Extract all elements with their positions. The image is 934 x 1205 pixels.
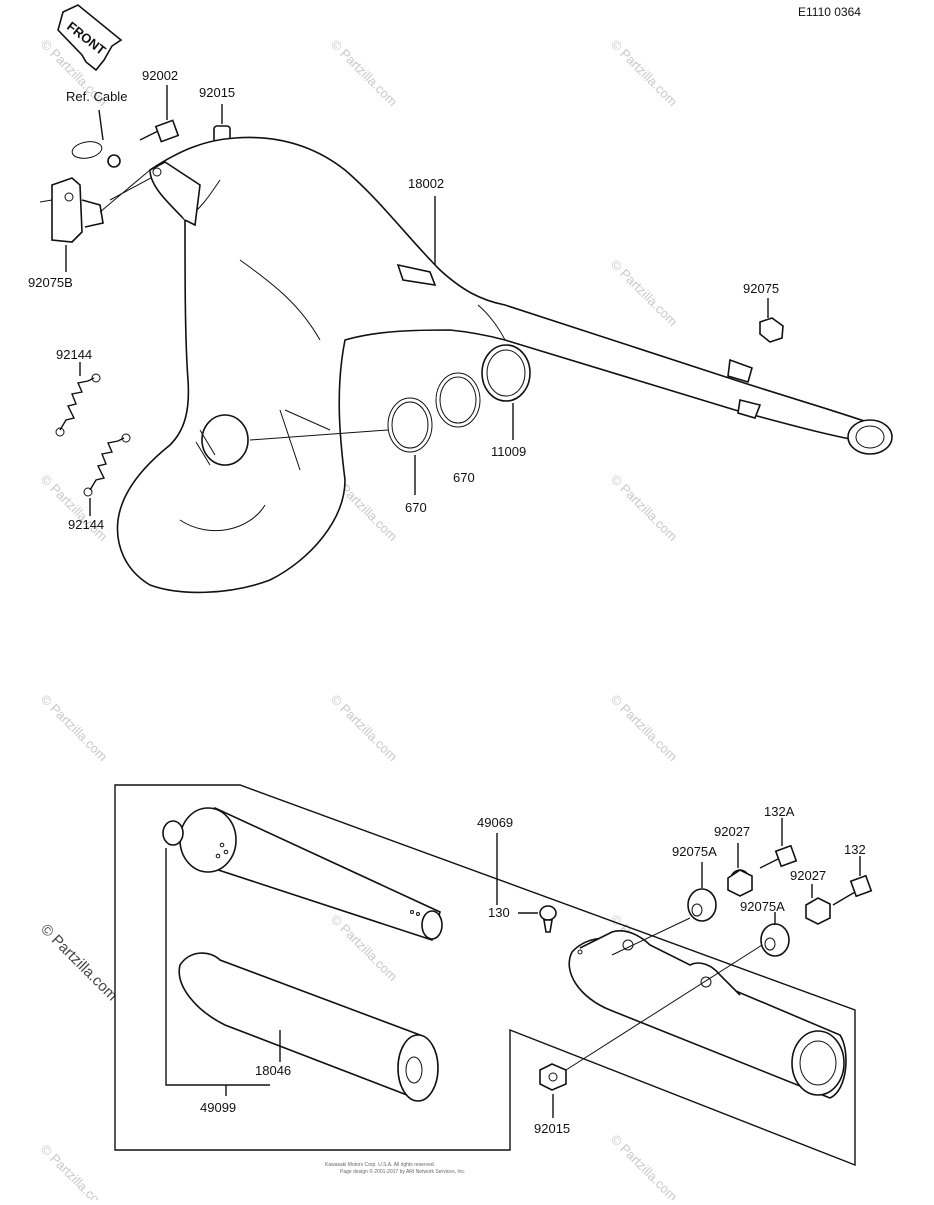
muffler-packing-part xyxy=(178,952,439,1102)
watermark: © Partzilla.com xyxy=(38,472,111,545)
part-number-49069[interactable]: 49069 xyxy=(477,815,513,830)
watermark: © Partzilla.com xyxy=(328,37,401,110)
muffler-inner-pipe-part xyxy=(162,807,443,942)
part-number-92015-bottom[interactable]: 92015 xyxy=(534,1121,570,1136)
part-number-92144-upper[interactable]: 92144 xyxy=(56,347,92,362)
spring-lower-part xyxy=(83,433,131,516)
copyright-line-1: Kawasaki Motors Corp. U.S.A. All rights … xyxy=(325,1162,435,1168)
watermark-dark: © Partzilla.com xyxy=(37,921,120,1004)
part-number-92075a-upper[interactable]: 92075A xyxy=(672,844,717,859)
bolt-132-part xyxy=(832,856,873,906)
bolt-92002-part xyxy=(139,85,180,143)
copyright-line-2: Page design © 2001-2017 by ARI Network S… xyxy=(340,1168,465,1175)
muffler-assembly-outline xyxy=(114,784,856,1167)
grommet-92075a-lower-part xyxy=(760,912,790,957)
watermark: © Partzilla.com xyxy=(328,692,401,765)
part-number-670-outer[interactable]: 670 xyxy=(453,470,475,485)
watermark: © Partzilla.com xyxy=(608,692,681,765)
part-number-18046[interactable]: 18046 xyxy=(255,1063,291,1078)
bracket-49099-line xyxy=(165,848,270,1086)
nut-92075-part xyxy=(759,298,784,343)
ref-cable-label: Ref. Cable xyxy=(66,89,127,104)
expansion-chamber-part xyxy=(116,136,893,594)
watermark: © Partzilla.com xyxy=(608,1132,681,1200)
o-ring-670-inner-part xyxy=(249,397,433,495)
collar-92027-upper-part xyxy=(727,843,753,897)
part-number-92144-lower[interactable]: 92144 xyxy=(68,517,104,532)
nut-92015-bottom-part xyxy=(539,939,771,1118)
bolt-132a-part xyxy=(759,818,798,869)
spring-upper-part xyxy=(55,362,101,437)
part-number-49099[interactable]: 49099 xyxy=(200,1100,236,1115)
part-number-92027-lower[interactable]: 92027 xyxy=(790,868,826,883)
part-number-92075a-lower[interactable]: 92075A xyxy=(740,899,785,914)
part-number-92075[interactable]: 92075 xyxy=(743,281,779,296)
watermark: © Partzilla.com xyxy=(608,37,681,110)
part-number-132a[interactable]: 132A xyxy=(764,804,795,819)
part-number-11009[interactable]: 11009 xyxy=(491,444,526,459)
part-number-92015-top[interactable]: 92015 xyxy=(199,85,235,100)
o-ring-670-outer-part xyxy=(435,372,481,428)
part-number-130[interactable]: 130 xyxy=(488,905,510,920)
clip-part xyxy=(71,109,121,168)
collar-92027-lower-part xyxy=(805,884,831,925)
part-number-92075b[interactable]: 92075B xyxy=(28,275,73,290)
watermark: © Partzilla.com xyxy=(608,257,681,330)
watermark: © Partzilla.com xyxy=(38,692,111,765)
part-number-92002[interactable]: 92002 xyxy=(142,68,178,83)
front-arrow-icon: FRONT xyxy=(57,4,123,72)
part-number-18002[interactable]: 18002 xyxy=(408,176,444,191)
screw-130-part xyxy=(518,905,557,933)
bracket-92075b-part xyxy=(39,169,151,272)
part-number-670-inner[interactable]: 670 xyxy=(405,500,427,515)
diagram-code: E1110 0364 xyxy=(798,5,861,19)
part-number-92027-upper[interactable]: 92027 xyxy=(714,824,750,839)
muffler-seal-11009-part xyxy=(481,344,531,440)
grommet-92075a-upper-part xyxy=(611,862,717,956)
part-number-132[interactable]: 132 xyxy=(844,842,866,857)
watermark: © Partzilla.com xyxy=(608,472,681,545)
watermark: © Partzilla.com xyxy=(38,1142,111,1200)
